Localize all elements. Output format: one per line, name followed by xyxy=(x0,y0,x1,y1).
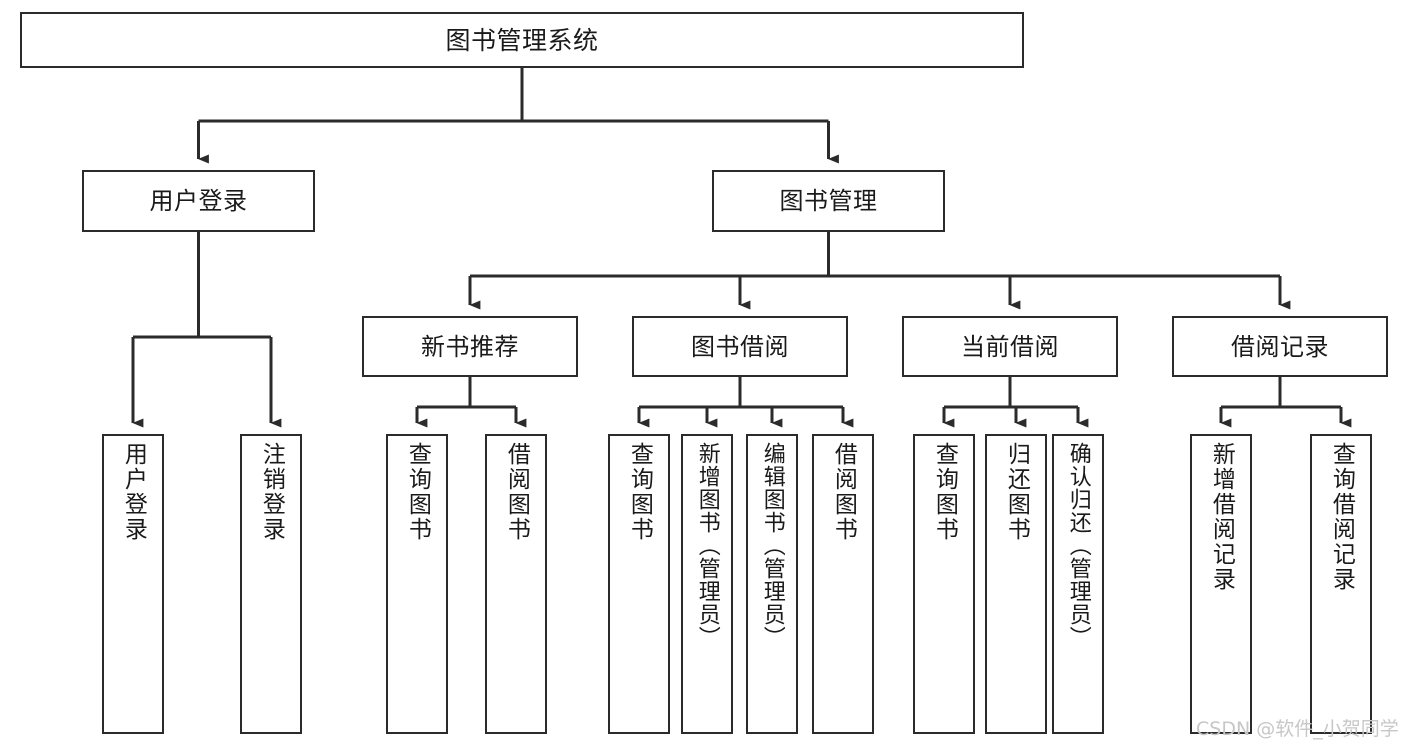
node-label: 查询图书 xyxy=(931,442,958,542)
node-label: 图书管理 xyxy=(779,187,878,215)
node-leaf-return-book[interactable]: 归还图书 xyxy=(985,434,1047,734)
node-leaf-borrow-book-1[interactable]: 借阅图书 xyxy=(485,434,547,734)
node-leaf-query-book-3[interactable]: 查询图书 xyxy=(913,434,975,734)
node-label: 归还图书 xyxy=(1003,442,1030,542)
node-leaf-user-logout[interactable]: 注销登录 xyxy=(240,434,302,734)
node-label: 图书管理系统 xyxy=(445,25,599,55)
node-label: 注销登录 xyxy=(258,442,285,542)
node-current-borrow[interactable]: 当前借阅 xyxy=(902,316,1118,377)
node-leaf-query-book-2[interactable]: 查询图书 xyxy=(608,434,670,734)
node-book-borrow[interactable]: 图书借阅 xyxy=(632,316,848,377)
node-leaf-add-record[interactable]: 新增借阅记录 xyxy=(1190,434,1252,734)
node-label: 图书借阅 xyxy=(691,332,789,361)
node-label: 新书推荐 xyxy=(421,332,519,361)
node-root[interactable]: 图书管理系统 xyxy=(20,12,1024,68)
node-leaf-user-login[interactable]: 用户登录 xyxy=(102,434,164,734)
csdn-watermark: CSDN @软件_小贺同学 xyxy=(1196,718,1399,740)
node-leaf-borrow-book-2[interactable]: 借阅图书 xyxy=(812,434,874,734)
node-leaf-confirm-return[interactable]: 确认归还（管理员） xyxy=(1052,434,1104,734)
node-borrow-record[interactable]: 借阅记录 xyxy=(1172,316,1388,377)
node-label: 借阅图书 xyxy=(830,442,857,542)
node-label: 编辑图书（管理员） xyxy=(759,442,785,649)
node-label: 用户登录 xyxy=(120,442,147,542)
node-leaf-query-record[interactable]: 查询借阅记录 xyxy=(1310,434,1372,734)
node-label: 查询图书 xyxy=(626,442,653,542)
node-new-book-rec[interactable]: 新书推荐 xyxy=(362,316,578,377)
node-label: 借阅记录 xyxy=(1231,332,1329,361)
node-label: 借阅图书 xyxy=(503,442,530,542)
node-label: 查询借阅记录 xyxy=(1328,442,1355,592)
node-leaf-edit-book[interactable]: 编辑图书（管理员） xyxy=(746,434,798,734)
node-leaf-add-book[interactable]: 新增图书（管理员） xyxy=(681,434,733,734)
node-label: 新增图书（管理员） xyxy=(694,442,720,649)
node-label: 用户登录 xyxy=(149,187,248,215)
node-leaf-query-book-1[interactable]: 查询图书 xyxy=(386,434,448,734)
node-label: 当前借阅 xyxy=(961,332,1059,361)
node-label: 确认归还（管理员） xyxy=(1065,442,1091,649)
node-label: 查询图书 xyxy=(404,442,431,542)
node-user-login[interactable]: 用户登录 xyxy=(82,170,315,232)
node-label: 新增借阅记录 xyxy=(1208,442,1235,592)
node-book-manage[interactable]: 图书管理 xyxy=(712,170,945,232)
